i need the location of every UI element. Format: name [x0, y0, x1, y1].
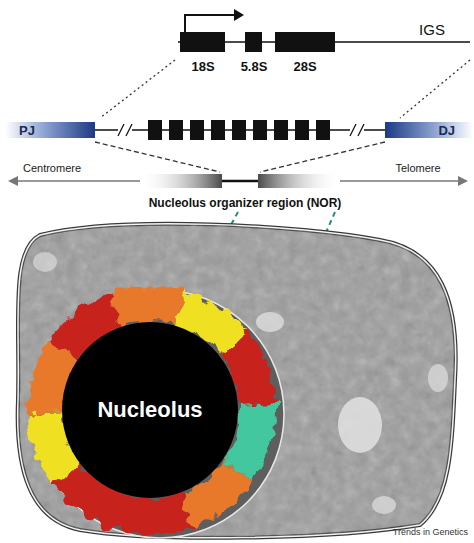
vacuole	[256, 312, 284, 332]
cell-micrograph	[0, 210, 474, 543]
igs-label: IGS	[419, 22, 445, 39]
repeat-block	[190, 120, 204, 140]
journal-credit: Trends in Genetics	[393, 528, 468, 538]
break-gap	[350, 124, 364, 136]
rrna-label: 5.8S	[241, 60, 268, 74]
junction-bar: DJ	[385, 122, 473, 138]
direction-arrow	[16, 180, 140, 182]
chromatin-territory	[46, 304, 258, 516]
vacuole	[372, 496, 396, 514]
region-title: Nucleolus organizer region (NOR)	[149, 197, 342, 210]
rrna-block	[245, 32, 262, 52]
nucleus	[36, 290, 284, 538]
direction-label: Telomere	[395, 162, 440, 174]
arrow-head	[458, 176, 468, 186]
chromatin-territory	[46, 304, 258, 516]
chromatin-territory	[46, 304, 258, 516]
break-mark	[118, 124, 124, 136]
repeat-block	[316, 120, 330, 140]
cell-rim	[18, 224, 456, 538]
direction-arrow	[340, 180, 460, 182]
chromatin-territory	[46, 304, 258, 516]
node-label: Nucleolus	[97, 399, 202, 421]
chromatin-territory	[46, 304, 258, 516]
node-label: PJ	[19, 124, 35, 137]
zoom-line	[95, 142, 220, 172]
chromatin-territory	[46, 304, 258, 516]
break-mark	[350, 124, 356, 136]
break-mark	[358, 124, 364, 136]
repeat-block	[211, 120, 225, 140]
break-gap	[118, 124, 132, 136]
chromatin-territory	[46, 304, 258, 516]
arrow-head	[234, 9, 244, 21]
nucleolus-circle: Nucleolus	[62, 322, 238, 498]
direction-label: Centromere	[23, 162, 81, 174]
repeat-block	[274, 120, 288, 140]
repeat-block	[295, 120, 309, 140]
break-mark	[126, 124, 132, 136]
repeat-block	[169, 120, 183, 140]
arrow-head	[8, 176, 18, 186]
cell-texture	[0, 210, 474, 543]
chromosome	[8, 174, 468, 188]
rdna-unit	[178, 9, 470, 52]
chromatin-territory	[46, 304, 258, 516]
repeat-block	[148, 120, 162, 140]
node-label: DJ	[438, 124, 455, 137]
chromatin-ring	[46, 304, 258, 516]
junction-bar: PJ	[5, 122, 95, 138]
repeat-block	[253, 120, 267, 140]
rdna-array	[95, 120, 385, 140]
nor-segment	[222, 180, 258, 183]
chromatin-territory	[46, 304, 258, 516]
chromosome-arm	[258, 174, 340, 188]
rrna-label: 28S	[293, 60, 316, 74]
zoom-line	[400, 60, 470, 118]
repeat-block	[232, 120, 246, 140]
vacuole	[33, 252, 57, 272]
vacuole	[338, 397, 382, 453]
rrna-block	[275, 32, 335, 52]
chromosome-arm	[140, 174, 222, 188]
zoom-line	[260, 142, 385, 172]
rrna-block	[180, 32, 225, 52]
vacuole	[428, 364, 448, 392]
rrna-label: 18S	[191, 60, 214, 74]
zoom-line	[100, 60, 175, 118]
